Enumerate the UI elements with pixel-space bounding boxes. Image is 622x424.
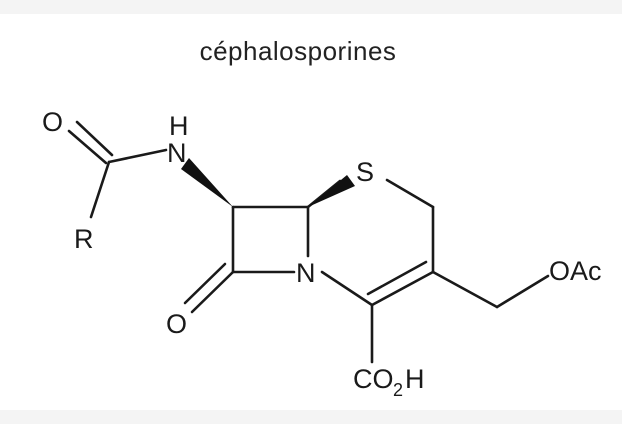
atom-carboxyl-co: CO — [353, 364, 394, 394]
atom-lactam-o: O — [166, 309, 187, 339]
atom-r-group: R — [74, 224, 94, 254]
bond-ch2-oac — [495, 274, 550, 309]
bond-c3-c4-2 — [366, 260, 428, 296]
atom-carboxyl-h: H — [405, 364, 425, 394]
bond-acyl-c-o-1 — [67, 129, 108, 165]
bonds — [67, 120, 550, 364]
atom-acetate: OAc — [549, 256, 602, 286]
wedge-bond-c6-s — [308, 175, 355, 207]
atom-amide-n: N — [167, 138, 187, 168]
atom-carbonyl-o: O — [42, 107, 63, 137]
bond-c4-n — [320, 270, 374, 307]
bond-lactam-c-o-1 — [190, 270, 235, 314]
bond-s-c2 — [385, 178, 435, 209]
bottom-border-strip — [0, 410, 622, 424]
atom-sulfur: S — [356, 157, 374, 187]
bond-lactam-c-o-2 — [183, 262, 227, 305]
atom-amide-h: H — [169, 111, 189, 141]
atom-ring-n: N — [296, 258, 316, 288]
bond-acyl-c-n — [107, 148, 168, 164]
bond-c3-c4-1 — [370, 270, 435, 307]
atom-carboxyl-subscript: 2 — [393, 380, 403, 400]
bond-acyl-c-r — [89, 160, 111, 219]
bond-c3-ch2 — [431, 270, 499, 309]
wedge-bond-c7-nh — [181, 158, 233, 207]
diagram-title: céphalosporines — [199, 36, 397, 66]
bond-acyl-c-o-2 — [75, 120, 114, 157]
top-border-strip — [0, 0, 622, 14]
